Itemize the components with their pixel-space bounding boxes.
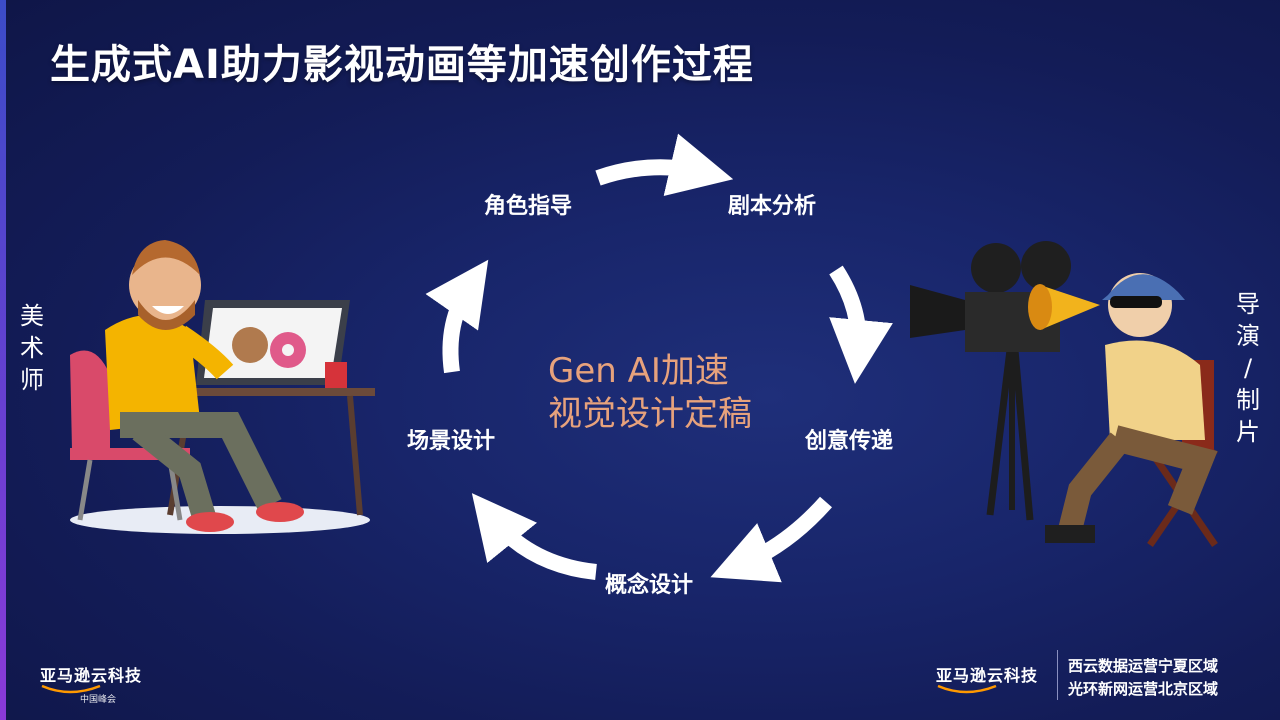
aws-logo-right: 亚马逊云科技 — [936, 662, 1038, 686]
stage-scene-design: 场景设计 — [407, 429, 496, 454]
arrow-left — [425, 259, 489, 374]
region-line-2: 光环新网运营北京区域 — [1068, 680, 1219, 698]
stage-creative-delivery: 创意传递 — [805, 429, 894, 454]
role-director-char: 制 — [1236, 386, 1260, 414]
role-director: 导 演 / 制 片 — [1234, 288, 1262, 448]
left-edge-accent — [0, 0, 6, 720]
center-line-2: 视觉设计定稿 — [548, 394, 752, 434]
arrow-lower-right — [710, 496, 832, 583]
aws-logo-right-text: 亚马逊云科技 — [936, 666, 1039, 685]
aws-logo-left-text: 亚马逊云科技 — [40, 666, 143, 685]
logo-divider — [1057, 650, 1058, 700]
amazon-smile-right — [937, 684, 997, 694]
role-artist-char: 术 — [20, 334, 44, 362]
cycle-center-text: Gen AI加速 视觉设计定稿 — [548, 350, 752, 436]
aws-logo-left-sub: 中国峰会 — [80, 695, 117, 705]
cycle-arrows — [425, 133, 893, 583]
page-title: 生成式AI助力影视动画等加速创作过程 — [50, 42, 754, 88]
role-director-char: 导 — [1236, 290, 1260, 318]
region-info: 西云数据运营宁夏区域 光环新网运营北京区域 — [1068, 655, 1218, 701]
role-director-char: 演 — [1236, 322, 1260, 350]
director-illustration — [910, 241, 1218, 547]
aws-logo-left: 亚马逊云科技 中国峰会 — [40, 662, 142, 705]
region-line-1: 西云数据运营宁夏区域 — [1068, 657, 1219, 675]
amazon-smile-left — [41, 684, 101, 694]
arrow-upper-right — [829, 265, 893, 384]
stage-role-guidance: 角色指导 — [484, 194, 573, 219]
role-artist-char: 美 — [20, 302, 44, 330]
stage-script-analysis: 剧本分析 — [728, 194, 817, 219]
arrow-bottom-left — [471, 493, 597, 580]
role-artist: 美 术 师 — [18, 300, 46, 396]
arrow-top — [595, 133, 734, 196]
role-director-char: / — [1243, 354, 1253, 382]
role-artist-char: 师 — [20, 366, 44, 394]
stage-concept-design: 概念设计 — [605, 573, 694, 598]
role-director-char: 片 — [1236, 418, 1260, 446]
artist-illustration — [70, 240, 375, 534]
center-line-1: Gen AI加速 — [548, 351, 729, 391]
